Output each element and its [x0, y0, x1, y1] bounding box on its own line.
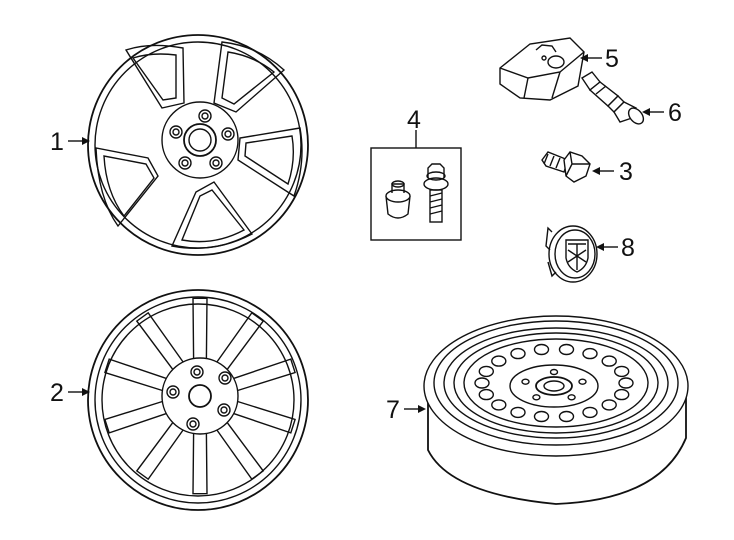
- tpms-sensor-illustration: [499, 37, 585, 101]
- vent-hole: [618, 377, 634, 389]
- spoke: [233, 358, 296, 392]
- callout-number: 6: [668, 99, 682, 127]
- spoke: [233, 400, 296, 434]
- lug-hole: [549, 368, 559, 376]
- vent-hole: [510, 406, 526, 419]
- vent-hole: [533, 343, 550, 356]
- callout-3: 3: [592, 158, 633, 186]
- callout-number: 3: [619, 158, 633, 186]
- lug-hole: [578, 378, 587, 385]
- spoke: [104, 400, 167, 434]
- vent-hole: [558, 410, 575, 423]
- vent-hole: [582, 406, 598, 419]
- callout-1: 1: [50, 128, 90, 156]
- callout-number: 8: [621, 234, 635, 262]
- vent-hole: [601, 399, 617, 411]
- wheel-lock-kit-illustration: [370, 130, 462, 241]
- lug-hole: [521, 378, 530, 385]
- vent-hole: [491, 355, 507, 367]
- spoke: [104, 358, 167, 392]
- callout-4: 4: [407, 106, 421, 134]
- spare-wheel-illustration: [423, 315, 689, 505]
- vent-hole: [558, 343, 575, 356]
- vent-hole: [491, 399, 507, 411]
- lug-bolt-illustration: [541, 151, 591, 183]
- spoke: [216, 311, 265, 370]
- callout-6: 6: [642, 99, 682, 127]
- valve-stem-illustration: [581, 71, 645, 125]
- spoke: [192, 433, 208, 495]
- callout-5: 5: [580, 45, 619, 73]
- vent-hole: [601, 355, 617, 367]
- callout-2: 2: [50, 379, 90, 407]
- vent-hole: [582, 347, 598, 360]
- callout-number: 7: [386, 396, 400, 424]
- lug-hole: [532, 394, 541, 401]
- vent-hole: [614, 365, 630, 378]
- spoke: [216, 422, 265, 481]
- wheel-10-spoke-illustration: [87, 289, 309, 511]
- spoke: [135, 422, 184, 481]
- vent-hole: [474, 377, 490, 389]
- spoke: [192, 297, 208, 359]
- vent-hole: [614, 388, 630, 401]
- callout-8: 8: [596, 234, 635, 262]
- vent-hole: [510, 347, 526, 360]
- callout-number: 1: [50, 128, 64, 156]
- callout-number: 5: [605, 45, 619, 73]
- callout-7: 7: [386, 396, 426, 424]
- lug-hole: [567, 394, 576, 401]
- callout-number: 2: [50, 379, 64, 407]
- vent-hole: [533, 410, 550, 423]
- vent-hole: [478, 388, 494, 401]
- vent-hole: [478, 365, 494, 378]
- spoke: [135, 311, 184, 370]
- wheel-5-spoke-illustration: [87, 34, 309, 256]
- center-cap-illustration: [545, 225, 598, 283]
- callout-number: 4: [407, 106, 421, 134]
